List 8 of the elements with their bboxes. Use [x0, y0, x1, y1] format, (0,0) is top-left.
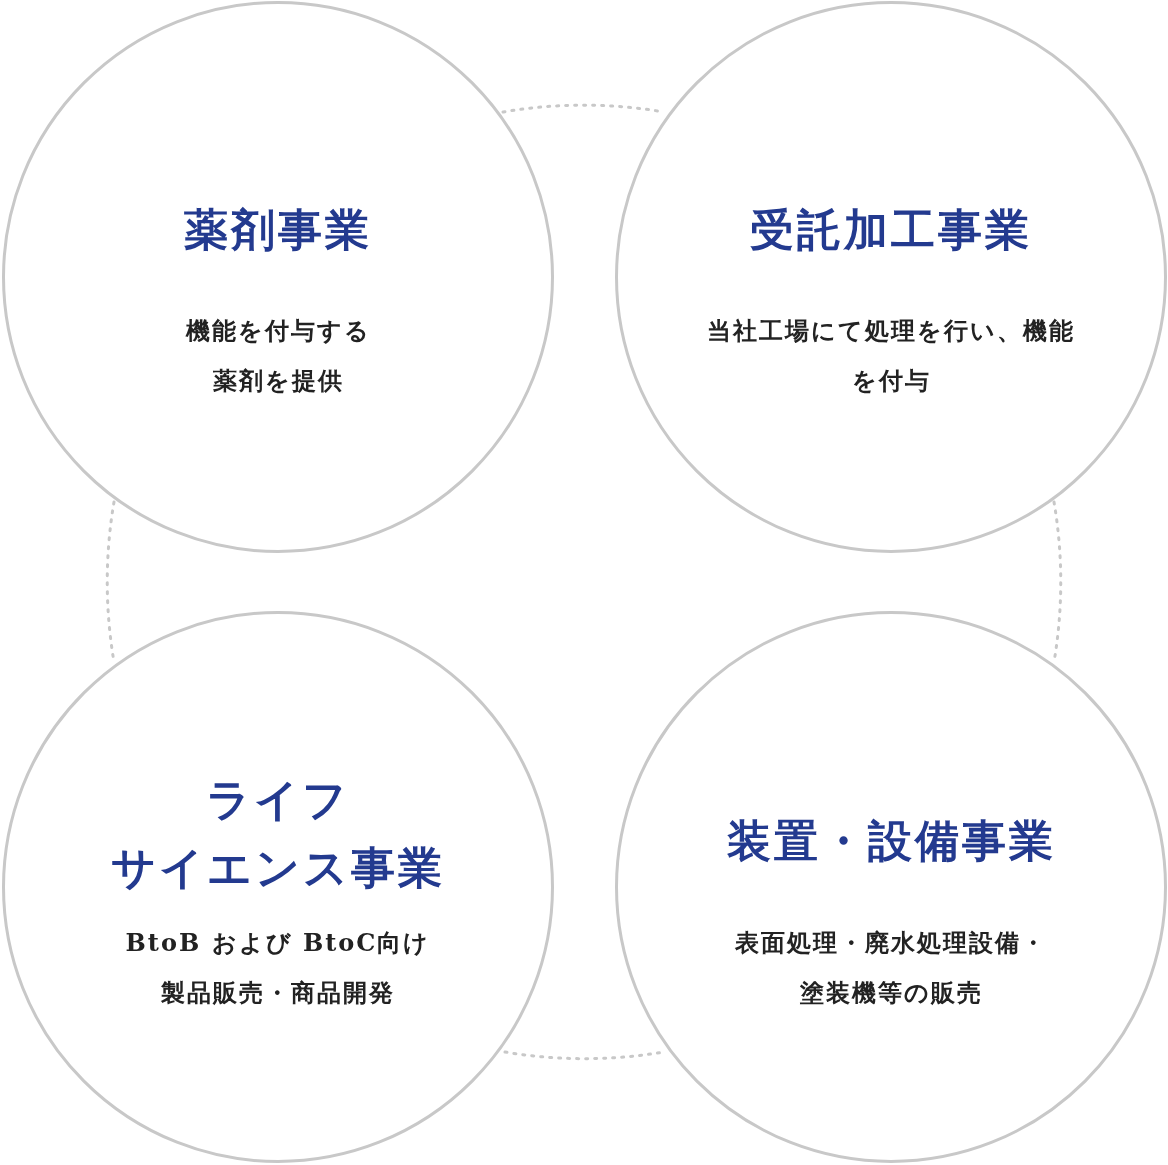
description: 当社工場にて処理を行い、機能を付与 — [706, 315, 1076, 397]
description: 機能を付与する薬剤を提供 — [184, 315, 372, 397]
heading: 薬剤事業 — [183, 203, 373, 257]
heading: ライフサイエンス事業 — [110, 773, 446, 895]
heading: 装置・設備事業 — [725, 814, 1057, 868]
description: BtoB および BtoC向け製品販売・商品開発 — [124, 927, 432, 1009]
heading: 受託加工事業 — [749, 203, 1033, 257]
description: 表面処理・廃水処理設備・塗装機等の販売 — [734, 927, 1048, 1009]
